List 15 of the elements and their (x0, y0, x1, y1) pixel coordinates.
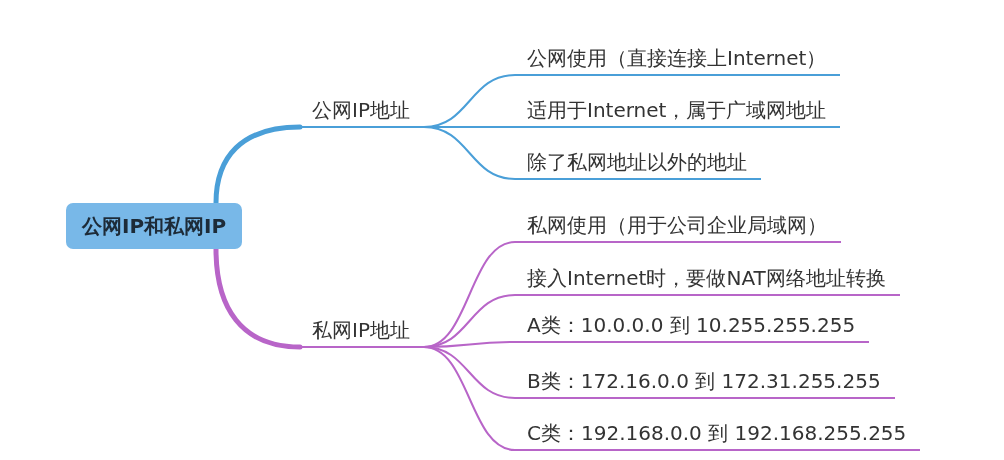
branch-connector (422, 346, 516, 451)
branch-connector (422, 126, 516, 180)
branch-topic: B类：172.16.0.0 到 172.31.255.255 (515, 365, 895, 399)
branch-topic: 公网IP地址 (300, 94, 424, 128)
branch-topic: 接入Internet时，要做NAT网络地址转换 (515, 262, 900, 296)
branch-topic: 私网IP地址 (300, 314, 424, 348)
branch-topic: 除了私网地址以外的地址 (515, 146, 761, 180)
branch-topic: 适用于Internet，属于广域网地址 (515, 94, 841, 128)
branch-topic: C类：192.168.0.0 到 192.168.255.255 (515, 417, 921, 451)
root-topic: 公网IP和私网IP (66, 203, 243, 249)
branch-topic: 私网使用（用于公司企业局域网） (515, 209, 841, 243)
branch-connector (213, 246, 303, 350)
branch-connector (213, 124, 303, 206)
branch-topic: A类：10.0.0.0 到 10.255.255.255 (515, 309, 870, 343)
branch-topic: 公网使用（直接连接上Internet） (515, 42, 841, 76)
